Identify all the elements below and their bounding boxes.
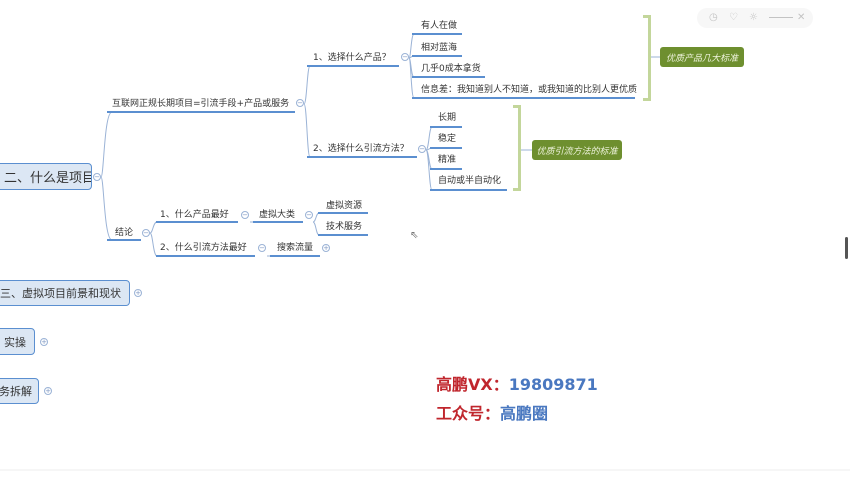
expand-toggle[interactable]: +	[44, 387, 52, 395]
answer-traffic[interactable]: 2、什么引流方法最好	[160, 243, 247, 253]
slider-icon[interactable]	[769, 17, 793, 18]
answer-product[interactable]: 1、什么产品最好	[160, 210, 229, 220]
close-icon[interactable]: ✕	[797, 12, 806, 23]
list-item[interactable]: 虚拟资源	[326, 201, 363, 211]
collapse-toggle[interactable]: −	[93, 173, 101, 181]
topic-label: 务拆解	[0, 385, 32, 398]
question-traffic[interactable]: 2、选择什么引流方法？	[313, 144, 409, 154]
cursor-icon: ⇖	[410, 230, 419, 241]
collapse-toggle[interactable]: −	[418, 145, 426, 153]
list-item[interactable]: 精准	[438, 155, 457, 165]
topic-label: 实操	[4, 335, 26, 349]
list-item[interactable]: 稳定	[438, 134, 457, 144]
root-node[interactable]: 二、什么是项目	[0, 163, 92, 190]
collapse-toggle[interactable]: −	[401, 53, 409, 61]
summary-bracket	[513, 105, 521, 191]
list-item[interactable]: 自动或半自动化	[438, 176, 502, 186]
summary-traffic-standards[interactable]: 优质引流方法的标准	[532, 140, 622, 160]
topic-breakdown[interactable]: 务拆解	[0, 378, 39, 404]
conclusion-node[interactable]: 结论	[115, 228, 134, 238]
summary-product-standards[interactable]: 优质产品几大标准	[660, 47, 744, 67]
list-item[interactable]: 长期	[438, 113, 457, 123]
brightness-icon[interactable]: ☼	[749, 12, 758, 23]
list-item[interactable]: 相对蓝海	[421, 43, 458, 53]
list-item[interactable]: 有人在做	[421, 21, 458, 31]
watermark-account: 工众号：高鹏圈	[436, 404, 549, 423]
list-item[interactable]: 信息差：我知道别人不知道，或我知道的比别人更优质	[421, 85, 638, 95]
list-item[interactable]: 技术服务	[326, 222, 363, 232]
timer-icon[interactable]: ◷	[709, 12, 718, 23]
collapse-toggle[interactable]: −	[258, 244, 266, 252]
question-product[interactable]: 1、选择什么产品？	[313, 53, 391, 63]
watermark-wechat: 高鹏VX：19809871	[436, 375, 598, 394]
branch-main[interactable]: 互联网正规长期项目=引流手段+产品或服务	[112, 99, 290, 109]
list-item[interactable]: 几乎0成本拿货	[421, 64, 481, 74]
collapse-toggle[interactable]: −	[305, 211, 313, 219]
expand-toggle[interactable]: +	[322, 244, 330, 252]
search-traffic[interactable]: 搜索流量	[277, 243, 314, 253]
expand-toggle[interactable]: +	[134, 289, 142, 297]
expand-toggle[interactable]: +	[40, 338, 48, 346]
scrollbar[interactable]	[845, 237, 848, 259]
topic-practice[interactable]: 实操	[0, 328, 35, 355]
topic-prospects[interactable]: 三、虚拟项目前景和现状	[0, 280, 130, 306]
collapse-toggle[interactable]: −	[241, 211, 249, 219]
summary-bracket	[643, 15, 651, 101]
root-label: 二、什么是项目	[4, 171, 92, 186]
virtual-category[interactable]: 虚拟大类	[259, 210, 296, 220]
collapse-toggle[interactable]: −	[142, 229, 150, 237]
topic-label: 三、虚拟项目前景和现状	[0, 287, 121, 300]
lightbulb-icon[interactable]: ♡	[729, 12, 738, 23]
collapse-toggle[interactable]: −	[296, 99, 304, 107]
player-toolbar: ◷ ♡ ☼ ✕	[697, 8, 813, 28]
